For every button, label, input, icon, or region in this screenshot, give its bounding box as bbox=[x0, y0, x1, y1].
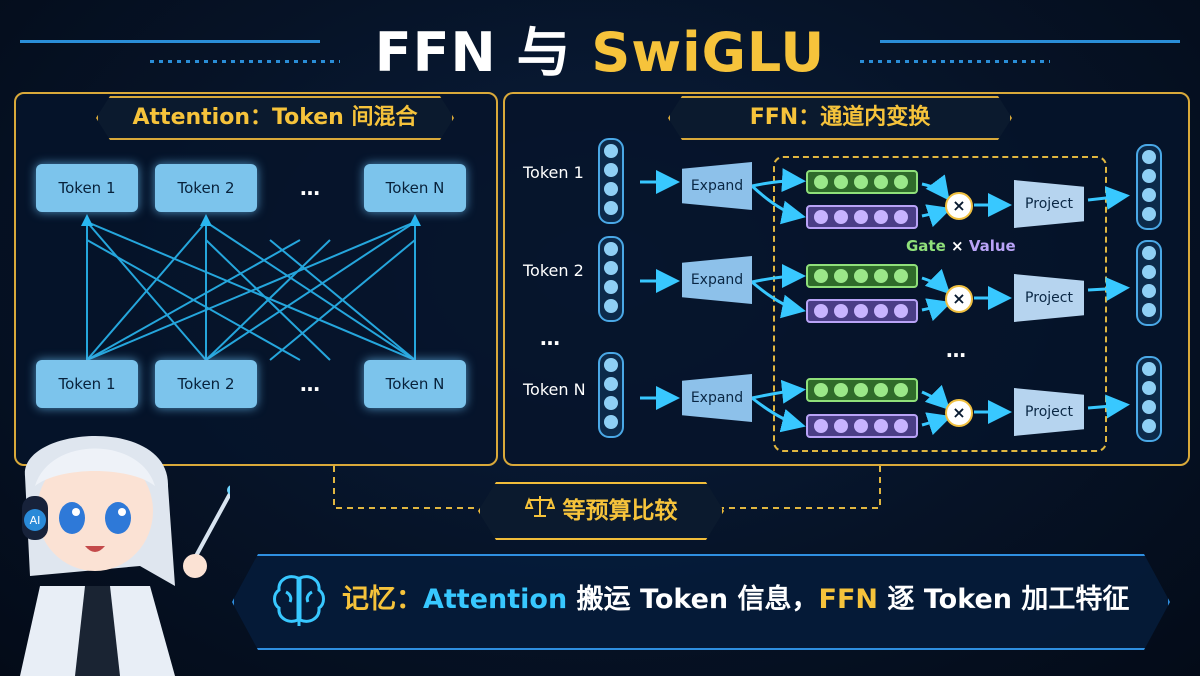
attention-panel-title: Attention：Token 间混合 bbox=[96, 96, 454, 140]
ffn-row-1-project: Project bbox=[1014, 180, 1084, 228]
ffn-row-n-label: Token N bbox=[523, 380, 586, 399]
attention-bottom-ellipsis: … bbox=[300, 372, 320, 396]
value-label: Value bbox=[968, 237, 1016, 255]
ffn-row-n-input-vector bbox=[598, 352, 624, 438]
budget-label: 等预算比较 bbox=[562, 498, 678, 524]
budget-badge: 等预算比较 bbox=[478, 482, 724, 540]
ffn-row-2-value bbox=[806, 299, 918, 323]
attention-top-token-2: Token 2 bbox=[155, 164, 257, 212]
memo-ffn: FFN bbox=[818, 584, 879, 615]
memo-text: 记忆：Attention 搬运 Token 信息，FFN 逐 Token 加工特… bbox=[342, 578, 1129, 622]
attention-bottom-token-2: Token 2 bbox=[155, 360, 257, 408]
ffn-row-1-input-vector bbox=[598, 138, 624, 224]
ffn-row-2-project: Project bbox=[1014, 274, 1084, 322]
title-decor-dots-right bbox=[860, 60, 1050, 63]
ffn-panel-title: FFN：通道内变换 bbox=[668, 96, 1012, 140]
ffn-right-ellipsis: … bbox=[946, 338, 966, 362]
attention-top-token-1: Token 1 bbox=[36, 164, 138, 212]
ffn-row-1-multiply-icon: × bbox=[945, 192, 973, 220]
memo-attention: Attention bbox=[423, 584, 568, 615]
memo-prefix: 记忆： bbox=[342, 584, 423, 615]
memo-mid: 搬运 Token 信息， bbox=[567, 584, 819, 615]
mascot-illustration: AI bbox=[20, 436, 230, 676]
attention-panel bbox=[14, 92, 498, 466]
attention-bottom-token-n: Token N bbox=[364, 360, 466, 408]
ffn-row-1-expand: Expand bbox=[682, 162, 752, 210]
ffn-row-1-value bbox=[806, 205, 918, 229]
gate-value-caption: Gate × Value bbox=[906, 237, 1016, 255]
attention-top-token-n: Token N bbox=[364, 164, 466, 212]
ffn-row-2-input-vector bbox=[598, 236, 624, 322]
ffn-row-1-gate bbox=[806, 170, 918, 194]
title-decor-line-left bbox=[20, 40, 320, 43]
ffn-row-2-gate bbox=[806, 264, 918, 288]
ffn-row-n-output-vector bbox=[1136, 356, 1162, 442]
gate-label: Gate bbox=[906, 237, 946, 255]
attention-top-ellipsis: … bbox=[300, 176, 320, 200]
ffn-row-2-label: Token 2 bbox=[523, 261, 584, 280]
title-part-1: FFN 与 bbox=[374, 21, 592, 84]
ffn-row-1-output-vector bbox=[1136, 144, 1162, 230]
attention-bottom-token-1: Token 1 bbox=[36, 360, 138, 408]
svg-text:AI: AI bbox=[30, 514, 41, 527]
brain-icon bbox=[270, 572, 328, 632]
memo-banner bbox=[232, 554, 1170, 650]
page-title: FFN 与 SwiGLU bbox=[0, 8, 1200, 87]
ffn-row-2-expand: Expand bbox=[682, 256, 752, 304]
scale-icon bbox=[525, 485, 555, 539]
ffn-row-2-output-vector bbox=[1136, 240, 1162, 326]
ffn-left-ellipsis: … bbox=[540, 326, 560, 350]
times-symbol: × bbox=[951, 237, 964, 255]
title-part-2: SwiGLU bbox=[591, 21, 826, 84]
ffn-row-2-multiply-icon: × bbox=[945, 285, 973, 313]
memo-suffix: 逐 Token 加工特征 bbox=[878, 584, 1130, 615]
ffn-row-n-gate bbox=[806, 378, 918, 402]
ffn-row-n-value bbox=[806, 414, 918, 438]
ffn-row-n-multiply-icon: × bbox=[945, 399, 973, 427]
title-decor-line-right bbox=[880, 40, 1180, 43]
ffn-row-1-label: Token 1 bbox=[523, 163, 584, 182]
ffn-row-n-project: Project bbox=[1014, 388, 1084, 436]
title-decor-dots-left bbox=[150, 60, 340, 63]
ffn-row-n-expand: Expand bbox=[682, 374, 752, 422]
